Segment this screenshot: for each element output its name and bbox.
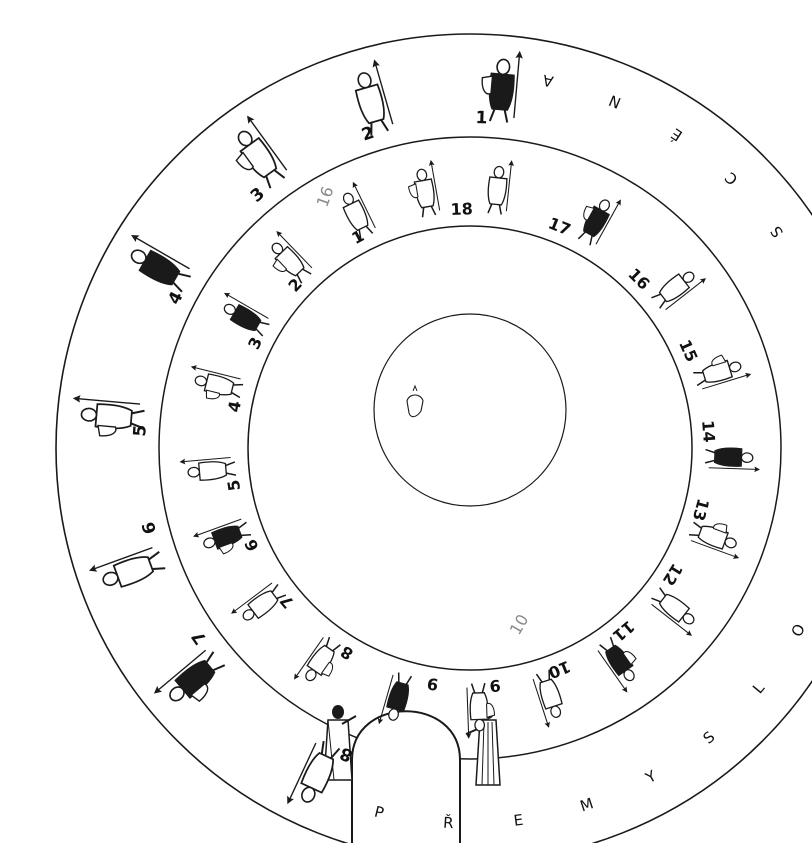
inner-ring-number: 12: [659, 560, 687, 589]
inner-figure-icon: [571, 186, 623, 248]
inner-ring-number: 5: [224, 478, 245, 492]
outer-figure-icon: [118, 232, 196, 295]
inner-ring-number: 9: [488, 676, 501, 696]
inner-figure-icon: [292, 633, 348, 695]
inner-ring-number: 2: [284, 274, 305, 295]
pencil-notes: 10 16: [313, 184, 533, 638]
caption-letter: L: [749, 679, 769, 697]
inner-ring-number: 4: [224, 399, 245, 413]
inner-figure-icon: [184, 364, 245, 406]
inner-ring-number: 18: [450, 199, 473, 219]
inner-ring-number: 1: [348, 226, 367, 248]
outer-ring-number: 6: [139, 520, 161, 536]
middle-ring: [159, 137, 781, 759]
inner-figure-icon: [686, 514, 748, 561]
inner-figure-icon: [705, 447, 761, 472]
inner-figure-icon: [486, 158, 515, 215]
outer-figure-icon: [88, 542, 167, 595]
outer-ring-number: 2: [359, 123, 376, 146]
outer-figure-icon: [152, 644, 232, 720]
inner-figure-icon: [650, 262, 708, 314]
caption-letter: S: [700, 728, 719, 748]
caption-letter: M: [578, 794, 596, 815]
inner-figure-icon: [647, 586, 705, 638]
inner-ring-figures: [179, 158, 760, 739]
outer-ring-number: 3: [247, 184, 269, 207]
outer-ring-number: 7: [188, 627, 211, 648]
pencil-note: 16: [313, 184, 338, 210]
inner-ring-number: 7: [276, 591, 298, 612]
outer-ring-number: 4: [164, 288, 187, 308]
caption-letter: É: [667, 124, 685, 145]
pencil-note: 10: [506, 611, 533, 638]
inner-ring-number: 6: [241, 536, 263, 554]
center-small-figure-icon: [407, 386, 423, 417]
inner-ring: [248, 226, 692, 670]
inner-figure-icon: [214, 290, 273, 338]
caption-letter: C: [721, 168, 741, 188]
outer-ring-number: 1: [475, 108, 488, 128]
inner-figure-icon: [405, 159, 444, 218]
caption-letter: N: [606, 91, 623, 112]
inner-ring-number: 17: [546, 213, 574, 239]
inner-ring-number: 15: [675, 337, 701, 365]
outer-ring-number: 5: [130, 424, 151, 437]
inner-ring-number: 11: [609, 617, 638, 646]
inner-ring-number: 3: [244, 334, 266, 352]
caption-letter: S: [767, 223, 787, 241]
outer-figure-icon: [348, 58, 397, 136]
caption-letter: Y: [642, 766, 660, 787]
inner-ring-number: 14: [698, 420, 719, 444]
caption-letter: Ř: [443, 813, 455, 833]
inner-ring-number: 16: [624, 264, 653, 293]
inner-ring-number: 13: [689, 497, 713, 523]
inner-ring-number: 9: [426, 674, 440, 695]
center-circle: [374, 314, 566, 506]
caption-letter: O: [787, 621, 808, 640]
outer-figure-icon: [219, 113, 293, 194]
caption-letter: E: [513, 811, 525, 830]
caption-letter: A: [540, 71, 555, 91]
inner-figure-icon: [179, 454, 236, 482]
